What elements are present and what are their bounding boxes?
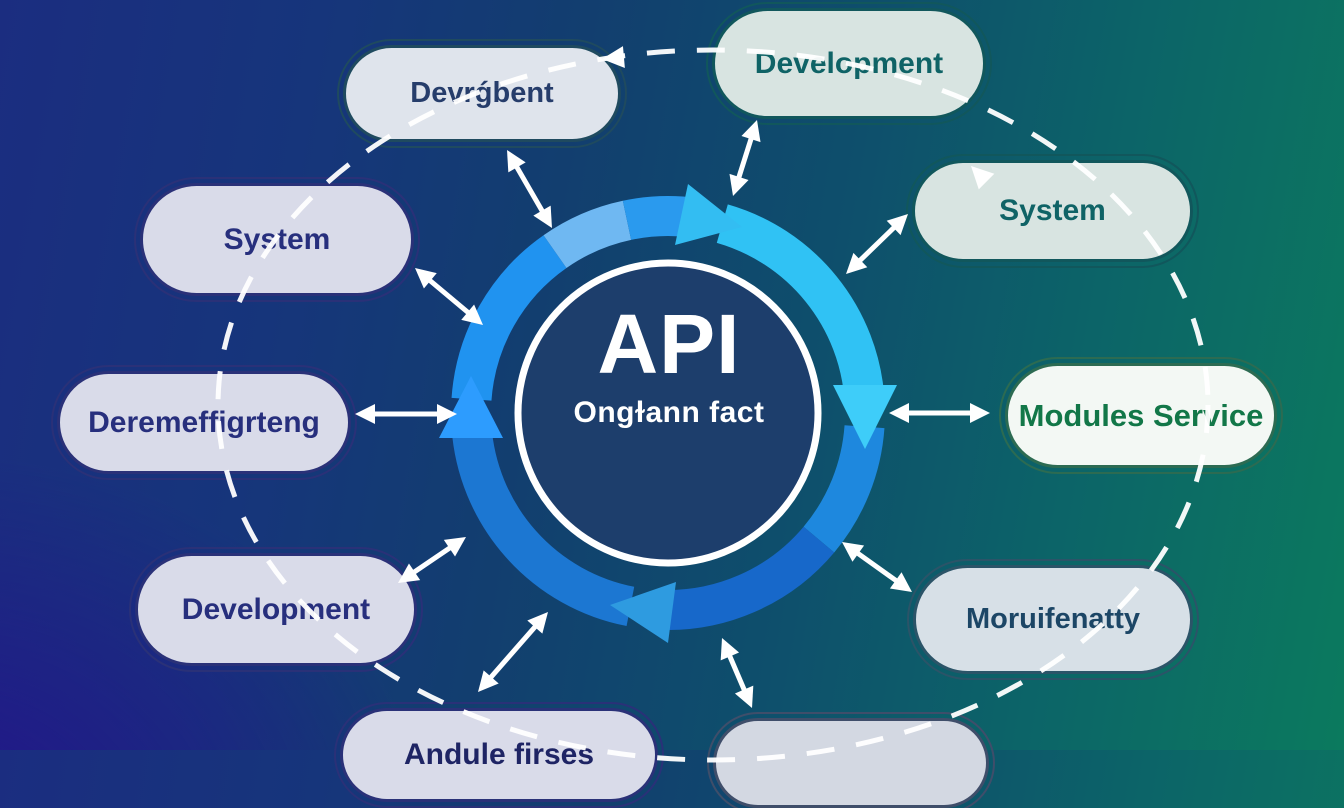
node-label: System [223,222,331,256]
node-label: Deremeffigrteng [88,405,320,439]
center-subtitle: Ongɫann fact [573,396,765,429]
node-label: Devrǵbent [410,77,554,109]
node-label: Modules Service [1018,397,1264,433]
node-pill-development-left: Development [129,547,423,672]
node-pill-modules-service: Modules Service [999,357,1283,474]
center-title: API [597,297,741,391]
node-pill-bottom-center [707,712,995,808]
node-pill-andule-firses: Andule firses [334,702,664,808]
node-pill-devrgbent: Devrǵbent [337,39,627,148]
node-pill-system-left: System [134,177,420,302]
node-pill-moruifenatty: Moruifenatty [907,559,1199,680]
node-label: Development [181,592,371,626]
node-label: Development [754,46,944,80]
center-label-group: API Ongɫann fact [518,302,820,430]
node-pill-development-top: Development [706,2,992,125]
node-label: Andule firses [403,738,595,771]
node-pill-deremeffigrteng: Deremeffigrteng [51,365,357,480]
node-label: Moruifenatty [966,603,1140,635]
ring-arrow-right-icon [833,385,897,449]
node-label: System [999,194,1106,227]
ring-arrow-left-icon [439,376,503,438]
node-pill-system-right: System [906,154,1199,268]
